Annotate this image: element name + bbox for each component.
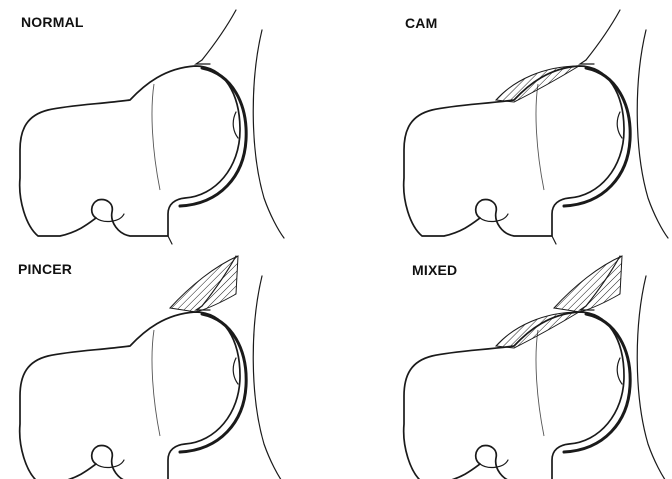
panel-normal (20, 10, 284, 244)
mixed-pincer-hatch (554, 256, 622, 312)
panel-mixed (404, 256, 668, 479)
panel-cam (404, 10, 668, 244)
pincer-lesion-hatch (170, 256, 238, 312)
panel-pincer (20, 256, 284, 479)
